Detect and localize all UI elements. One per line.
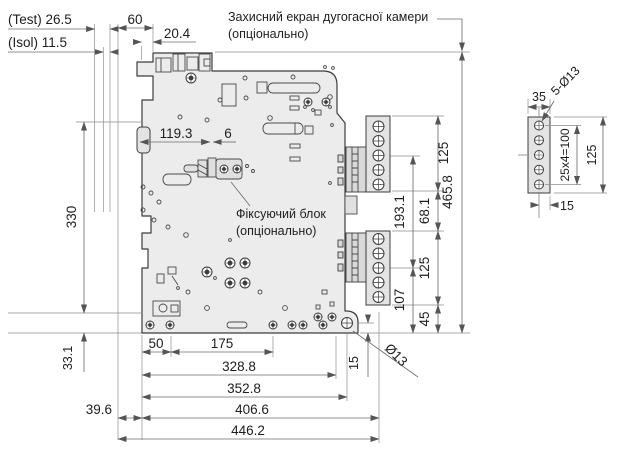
detail-dim-5-d13: 5-Ø13 [548,64,582,98]
rear-lugs [337,154,358,272]
dimension-lines [8,18,465,442]
dim-328-8: 328.8 [222,359,256,374]
dim-hole-diameter: Ø13 [382,341,411,370]
dim-15-side: 15 [347,356,361,370]
fixing-block [183,157,255,180]
dimension-texts: (Test) 26.5 (Isol) 11.5 60 20.4 119.3 6 … [8,12,455,438]
fixing-block-label-line2: (опціонально) [236,224,316,238]
arc-shield-label-line2: (опціонально) [228,27,308,41]
dim-33-1: 33.1 [61,346,75,370]
dim-352-8: 352.8 [227,381,261,396]
dim-446-2: 446.2 [231,423,265,438]
detail-dim-125: 125 [585,145,599,166]
arc-shield-label-line1: Захисний екран дугогасної камери [228,10,428,24]
terminal-plate-detail-view [518,99,607,218]
labels: Захисний екран дугогасної камери (опціон… [228,10,428,238]
dim-465-8: 465.8 [440,175,455,209]
front-knuckle [136,126,151,154]
dim-60: 60 [127,12,142,27]
detail-dim-15: 15 [560,199,574,213]
breaker-body [136,52,359,334]
dim-107: 107 [392,289,407,312]
mounting-hole [341,317,353,329]
body-outline [136,52,359,334]
detail-dim-25x4: 25x4=100 [558,128,572,181]
dim-125-top: 125 [436,142,451,165]
dim-isol-position: (Isol) 11.5 [8,35,67,50]
dim-6: 6 [224,126,232,141]
fixing-block-label-line1: Фіксуючий блок [236,207,326,221]
body-details [140,65,337,330]
dim-20-4: 20.4 [164,26,191,41]
detail-dim-35: 35 [532,90,546,104]
dim-406-6: 406.6 [235,402,269,417]
dim-68-1: 68.1 [417,198,432,224]
dim-50: 50 [148,336,163,351]
dim-125-bottom: 125 [417,257,432,280]
dim-test-position: (Test) 26.5 [8,12,72,27]
dim-39-6: 39.6 [86,402,112,417]
dim-175: 175 [211,336,234,351]
dim-119-3: 119.3 [160,126,193,141]
dim-45: 45 [417,311,432,326]
terminal-blocks [345,115,391,306]
dim-330: 330 [64,206,79,229]
top-latch-assembly [155,53,211,73]
dim-193-1: 193.1 [392,195,407,229]
